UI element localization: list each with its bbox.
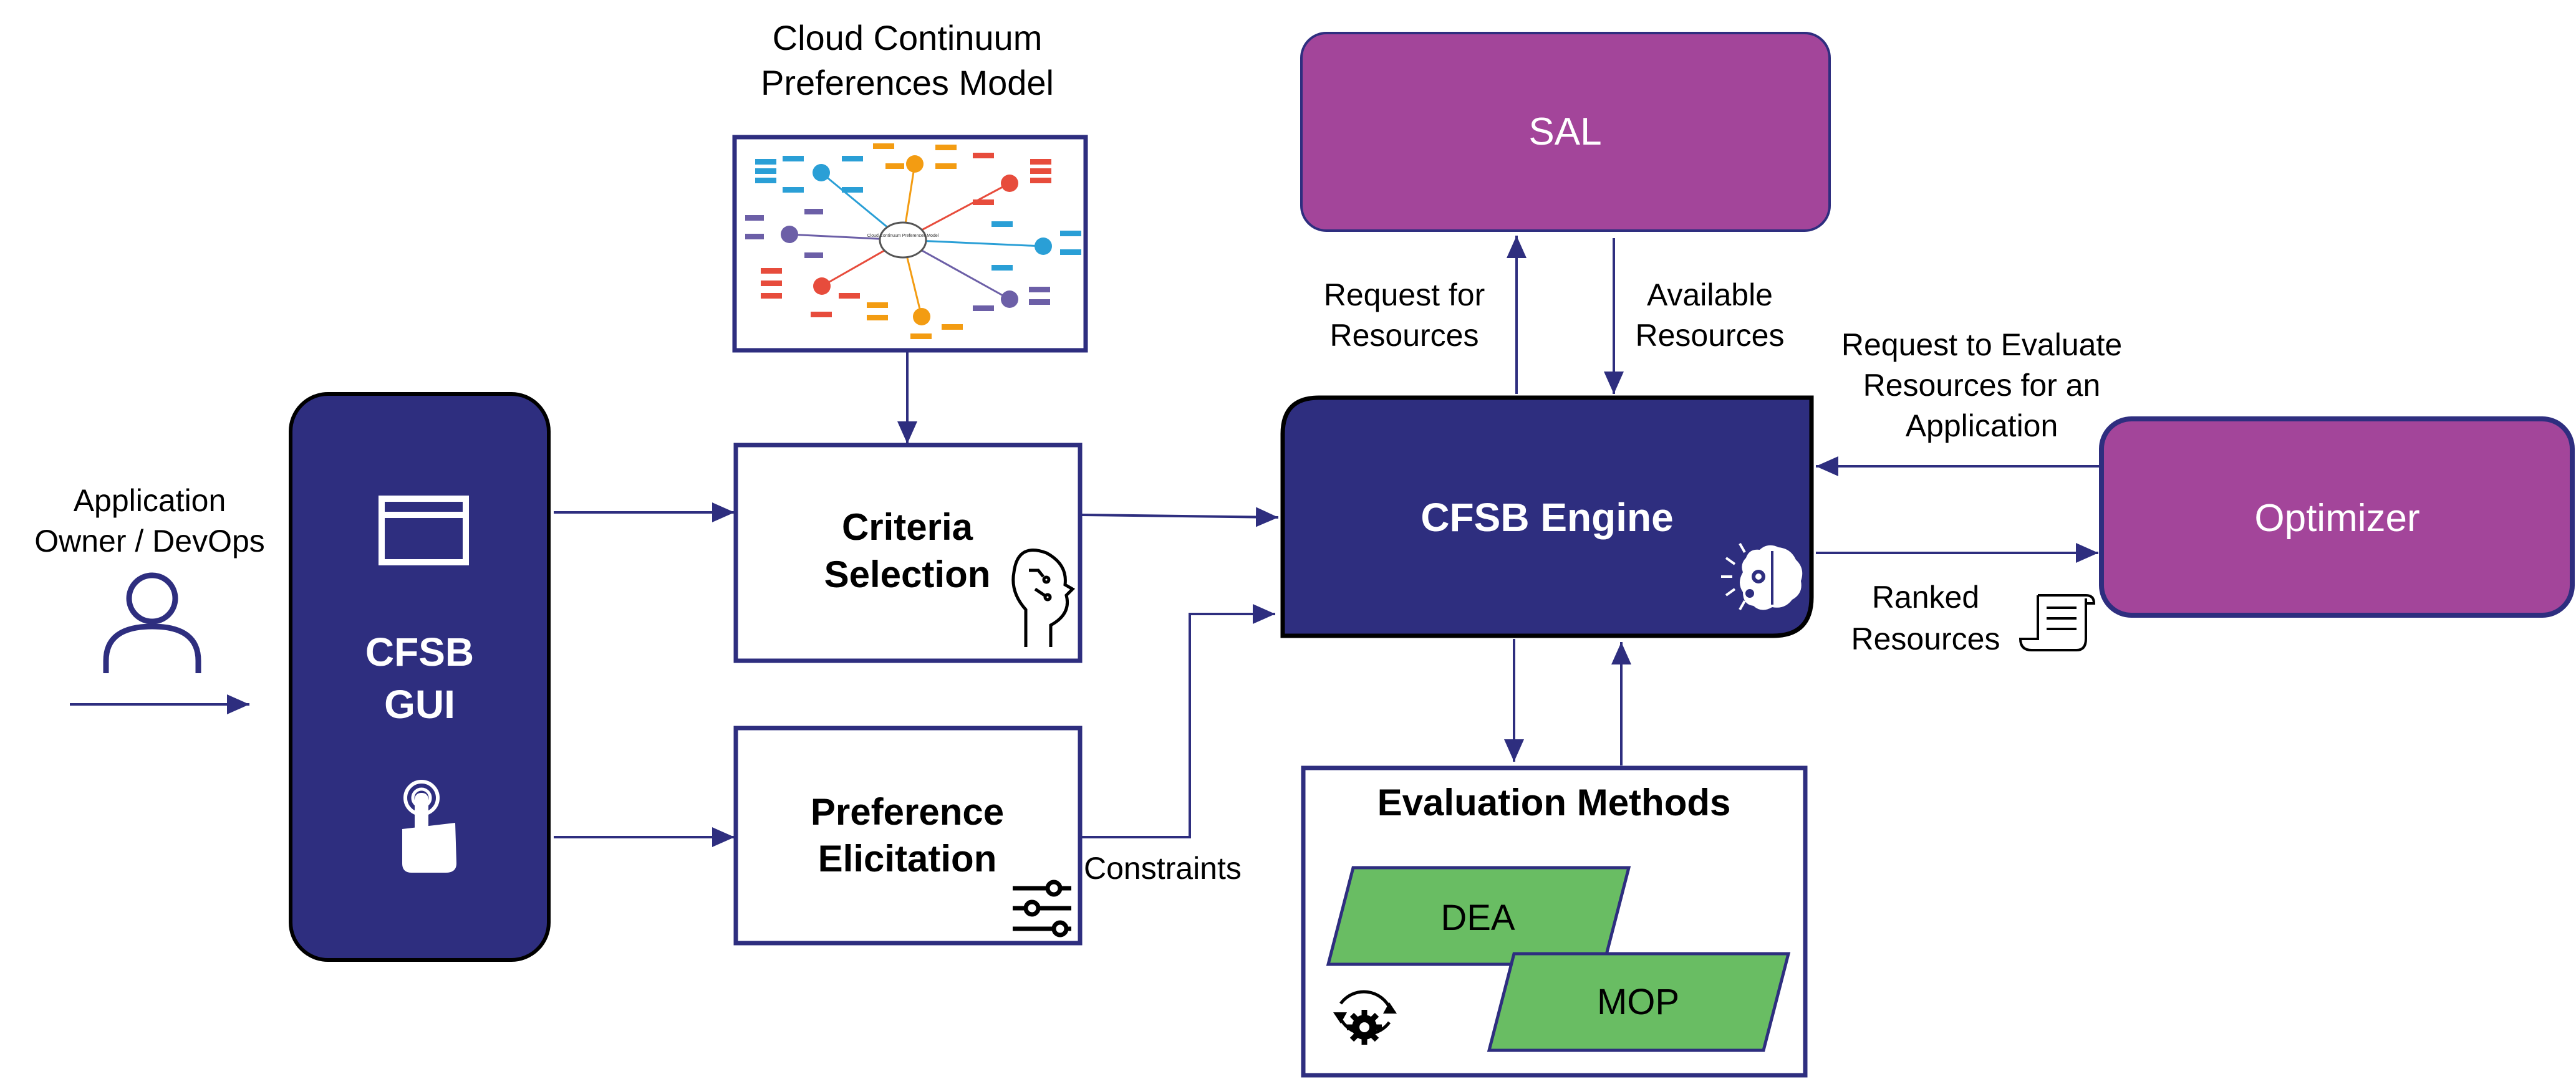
mind-map-thumbnail: Cloud Continuum Preferences Model xyxy=(732,135,1088,353)
request-resources-label-line1: Request for xyxy=(1324,277,1485,312)
dea-label: DEA xyxy=(1440,898,1515,938)
mop-shape xyxy=(1487,952,1791,1052)
gear-cycle-icon xyxy=(1333,990,1397,1045)
brain-gear-icon xyxy=(1721,543,1803,610)
request-resources-label-line2: Resources xyxy=(1330,318,1479,353)
sal-box xyxy=(1300,32,1831,232)
optimizer-label: Optimizer xyxy=(2254,497,2419,540)
brain-circuit-icon xyxy=(1011,549,1076,647)
cfsb-engine-box xyxy=(1280,395,1814,638)
evaluation-methods-title: Evaluation Methods xyxy=(1377,782,1731,823)
ranked-resources-label-line2: Resources xyxy=(1851,621,2000,656)
cfsb-gui-label-line1: CFSB xyxy=(365,630,474,674)
constraints-label: Constraints xyxy=(1084,851,1242,886)
criteria-selection-label-line2: Selection xyxy=(824,554,991,595)
cfsb-gui-box xyxy=(289,392,551,962)
preferences-model-title-line2: Preferences Model xyxy=(761,63,1054,102)
criteria-selection-box xyxy=(733,443,1083,663)
elicitation-to-engine-connector xyxy=(1082,604,1275,838)
available-resources-label-line1: Available xyxy=(1647,277,1773,312)
request-evaluate-label-line3: Application xyxy=(1906,408,2058,443)
touch-hand-icon xyxy=(402,780,456,873)
preferences-model-title-line1: Cloud Continuum xyxy=(773,18,1043,57)
sal-label: SAL xyxy=(1528,110,1601,153)
preference-elicitation-label-line1: Preference xyxy=(811,791,1004,833)
ranked-resources-label-line1: Ranked xyxy=(1872,580,1979,615)
request-evaluate-label-line2: Resources for an xyxy=(1863,368,2101,403)
cfsb-gui-label-line2: GUI xyxy=(384,682,455,727)
user-icon xyxy=(103,572,201,673)
available-resources-label-line2: Resources xyxy=(1636,318,1785,353)
actor-label-line2: Owner / DevOps xyxy=(34,524,265,559)
document-scroll-icon xyxy=(2019,594,2096,651)
request-evaluate-label-line1: Request to Evaluate xyxy=(1841,327,2122,362)
criteria-to-engine-arrow xyxy=(1081,507,1279,527)
mop-label: MOP xyxy=(1597,982,1679,1022)
optimizer-box xyxy=(2099,416,2575,618)
sliders-icon xyxy=(1013,880,1071,938)
preference-elicitation-label-line2: Elicitation xyxy=(818,838,997,880)
thumbnail-center-label: Cloud Continuum Preferences Model xyxy=(867,234,939,238)
cfsb-engine-label: CFSB Engine xyxy=(1421,495,1673,540)
criteria-selection-label-line1: Criteria xyxy=(842,506,973,548)
browser-window-icon xyxy=(379,496,469,565)
actor-label-line1: Application xyxy=(74,483,226,518)
